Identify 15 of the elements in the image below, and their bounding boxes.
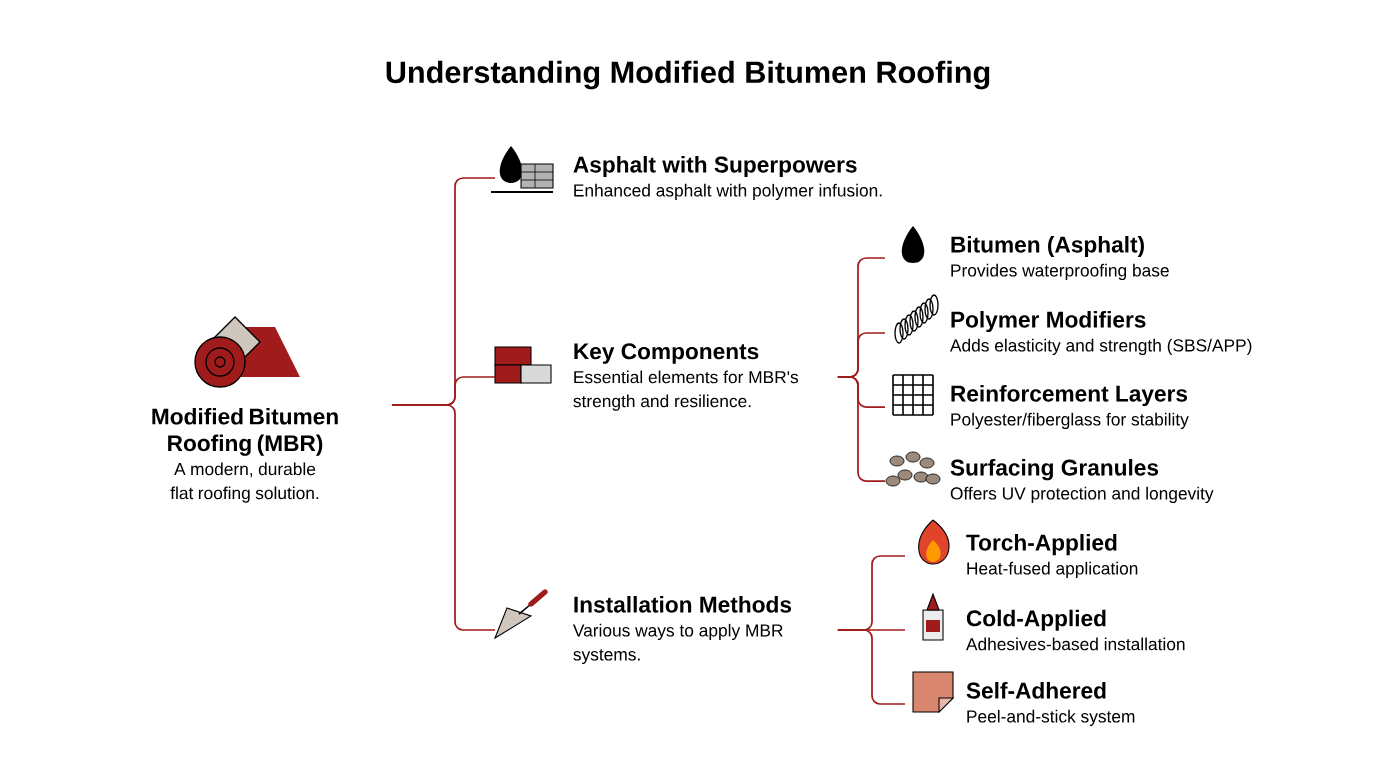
topic-text: Torch-Applied Heat-fused application <box>966 534 1138 578</box>
topic-text: Surfacing Granules Offers UV protection and longevity <box>950 459 1214 503</box>
topic-text: Reinforcement Layers Polyester/fiberglass for stability <box>951 385 1189 429</box>
topic-text: Cold-Applied Adhesives-based installation <box>966 609 1185 651</box>
topic-text: Self-Adhered Peel-and-stick system <box>966 682 1135 726</box>
root-text: Modified Bitumen Roofing (MBR) A modern, durable flat roofing solution. <box>152 407 338 503</box>
topic-text: Installation Methods Various ways to apply MBR systems. <box>572 596 792 664</box>
bracket-line <box>391 404 496 631</box>
bracket-line <box>836 629 906 705</box>
topic-text: Key Components Essential elements for MBR's strength and resilience. <box>573 343 799 411</box>
topic-text: Asphalt with Superpowers Enhanced asphalt with polymer infusion. <box>573 156 882 200</box>
bracket-line <box>836 376 886 482</box>
topic-text: Polymer Modifiers Adds elasticity and strength (SBS/APP) <box>950 311 1252 355</box>
title: Understanding Modified Bitumen Roofing <box>386 60 990 90</box>
topic-text: Bitumen (Asphalt) Provides waterproofing base <box>951 236 1169 280</box>
